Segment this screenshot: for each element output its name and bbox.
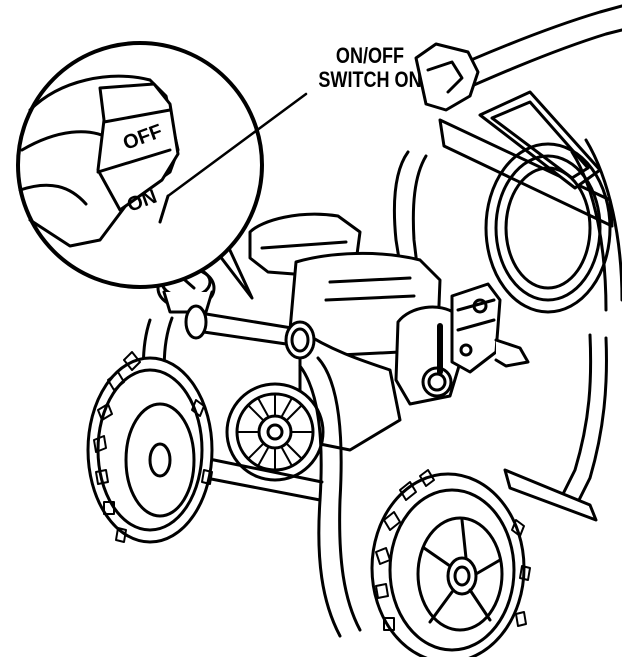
recoil-starter — [225, 382, 325, 482]
callout-line-1: ON/OFF — [335, 43, 405, 68]
callout-line-2: SWITCH ON — [318, 67, 422, 92]
left-wheel — [86, 351, 214, 544]
tube-loop — [141, 304, 362, 638]
hose-reel — [484, 142, 612, 314]
right-wheel — [370, 469, 531, 657]
switch-magnifier: OFF ON — [16, 41, 264, 300]
callout-label: ON/OFF SWITCH ON — [313, 44, 428, 92]
engine — [248, 212, 530, 452]
frame-handle — [392, 4, 622, 522]
callout-leader-line — [166, 92, 308, 198]
